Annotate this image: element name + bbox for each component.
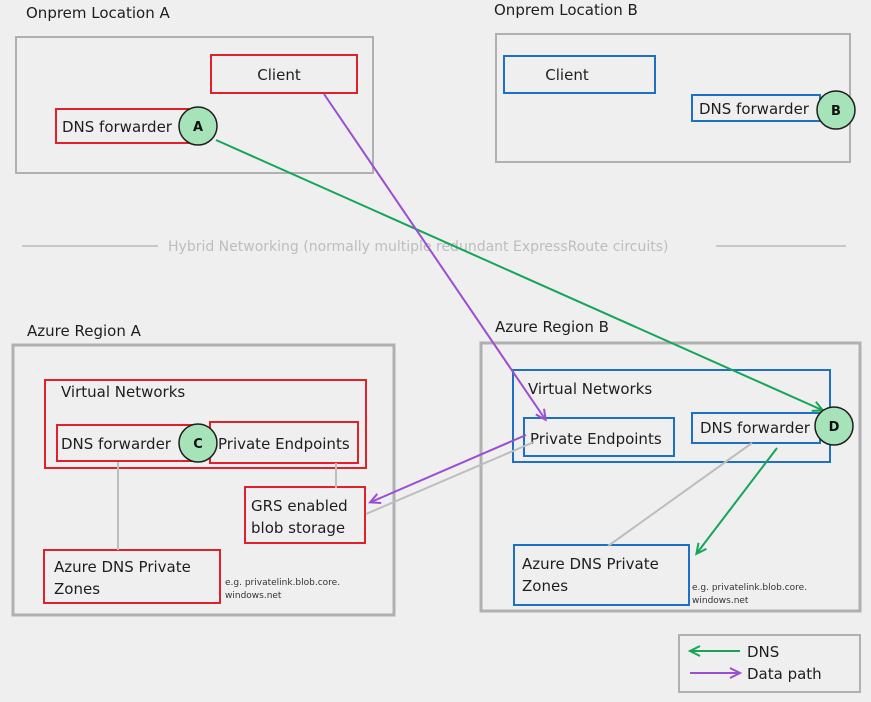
azure-b-dns-forwarder: DNS forwarder	[691, 412, 821, 444]
badge-a: A	[178, 106, 218, 146]
hybrid-label: Hybrid Networking (normally multiple red…	[168, 239, 668, 255]
dns-arrow-a-to-d	[215, 139, 825, 412]
onprem-b-dns-forwarder-label: DNS forwarder	[699, 100, 810, 118]
azure-b-dns-forwarder-label: DNS forwarder	[700, 419, 811, 437]
onprem-b-box	[495, 33, 851, 163]
onprem-b-dns-forwarder: DNS forwarder	[691, 94, 821, 122]
dns-arrow-d-to-zones-b	[695, 447, 778, 556]
azure-a-private-endpoints-label: Private Endpoints	[218, 435, 350, 453]
badge-d: D	[814, 406, 854, 446]
azure-b-vnet-label: Virtual Networks	[528, 380, 652, 398]
azure-b-title: Azure Region B	[495, 318, 609, 336]
badge-d-label: D	[829, 420, 840, 435]
azure-b-private-endpoints: Private Endpoints	[523, 417, 675, 457]
azure-a-dns-forwarder-label: DNS forwarder	[61, 435, 172, 453]
azure-a-vnet: Virtual Networks	[44, 379, 367, 469]
azure-b-dns-private-zones: Azure DNS Private Zones	[513, 544, 690, 606]
onprem-b-client: Client	[503, 55, 656, 94]
blob-storage: GRS enabled blob storage	[244, 486, 366, 544]
onprem-b-title: Onprem Location B	[494, 1, 638, 19]
onprem-b-client-label: Client	[545, 66, 589, 84]
blob-storage-line1: GRS enabled	[251, 497, 348, 515]
badge-c: C	[178, 423, 218, 463]
azure-a-box	[11, 343, 396, 617]
azure-a-vnet-label: Virtual Networks	[61, 383, 185, 401]
connector-dnsfwd-d-to-zones-b	[607, 442, 753, 547]
badge-b-label: B	[831, 104, 841, 119]
badge-a-label: A	[193, 120, 203, 135]
azure-a-zone-example-line2: windows.net	[225, 591, 282, 601]
blob-storage-line2: blob storage	[251, 519, 345, 537]
connector-pe-b-to-blob	[365, 441, 535, 515]
data-arrow-client-to-pe-b	[323, 93, 547, 422]
azure-a-zone-example-line1: e.g. privatelink.blob.core.	[225, 578, 340, 588]
azure-a-dns-zones-line1: Azure DNS Private	[54, 558, 191, 576]
legend-dns-label: DNS	[747, 643, 779, 661]
azure-b-dns-zones-line2: Zones	[522, 577, 568, 595]
onprem-a-dns-forwarder-label: DNS forwarder	[62, 118, 173, 136]
onprem-a-client: Client	[210, 54, 358, 94]
badge-c-label: C	[193, 437, 203, 452]
onprem-a-client-label: Client	[257, 66, 301, 84]
azure-b-dns-zones-line1: Azure DNS Private	[522, 555, 659, 573]
azure-b-private-endpoints-label: Private Endpoints	[530, 430, 662, 448]
onprem-a-title: Onprem Location A	[26, 4, 170, 22]
onprem-a-dns-forwarder: DNS forwarder	[55, 108, 194, 144]
azure-a-title: Azure Region A	[27, 322, 142, 340]
legend: DNS Data path	[678, 634, 861, 693]
badge-b: B	[816, 90, 856, 130]
onprem-a-box	[15, 36, 374, 174]
azure-a-dns-zones-line2: Zones	[54, 580, 100, 598]
legend-data-path-label: Data path	[747, 665, 822, 683]
azure-b-zone-example-line1: e.g. privatelink.blob.core.	[692, 583, 807, 593]
legend-box	[678, 634, 861, 693]
azure-a-dns-private-zones: Azure DNS Private Zones	[43, 549, 221, 604]
azure-a-private-endpoints: Private Endpoints	[209, 421, 359, 464]
data-arrow-pe-b-to-blob	[368, 434, 527, 505]
azure-b-vnet: Virtual Networks	[512, 369, 831, 463]
azure-b-zone-example-line2: windows.net	[692, 596, 749, 606]
azure-a-dns-forwarder: DNS forwarder	[56, 424, 193, 462]
